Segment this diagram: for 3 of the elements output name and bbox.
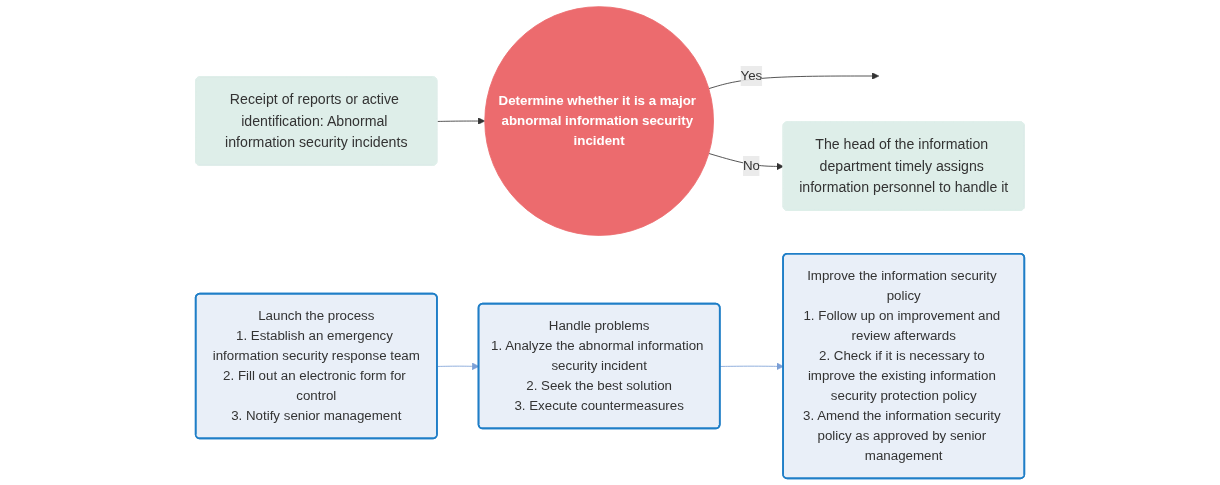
edge-label: No — [742, 158, 760, 173]
node-circle: Determine whether it is a major abnormal information security incident — [484, 6, 714, 236]
edge-label: Yes — [740, 68, 763, 83]
